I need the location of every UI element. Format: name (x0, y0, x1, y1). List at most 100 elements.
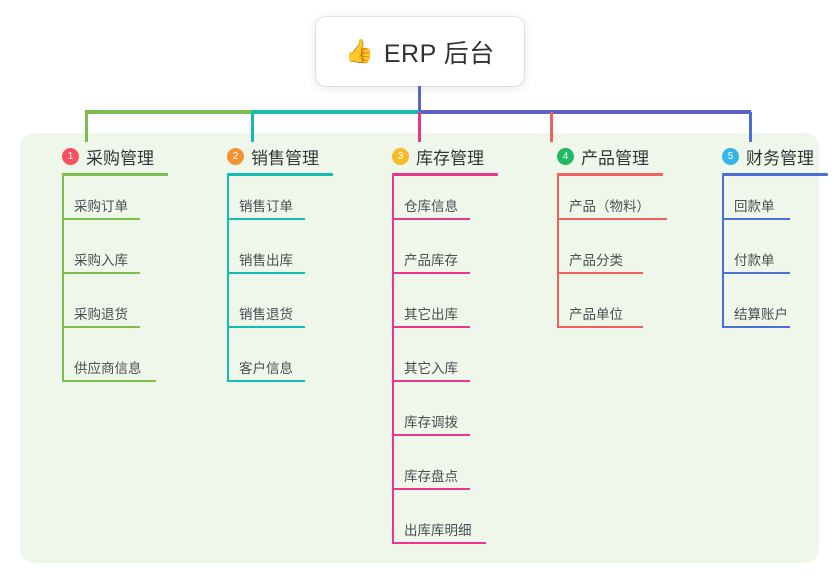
branch-underline (722, 173, 828, 176)
branch-underline (227, 173, 333, 176)
root-node[interactable]: 👍 ERP 后台 (316, 17, 524, 86)
branch-underline (557, 173, 663, 176)
leaf-underline (227, 326, 305, 328)
diagram-panel (20, 133, 819, 563)
branch-number-badge: 4 (557, 147, 574, 165)
branch-column-3[interactable]: 3 库存管理仓库信息产品库存其它出库其它入库库存调拨库存盘点出库库明细 (370, 144, 498, 554)
branch-children: 采购订单采购入库采购退货供应商信息 (40, 176, 168, 392)
leaf-label: 出库库明细 (404, 523, 472, 538)
branch-children: 回款单付款单结算账户 (700, 176, 828, 338)
leaf-item[interactable]: 采购订单 (40, 176, 168, 230)
leaf-item[interactable]: 销售退货 (205, 284, 333, 338)
branch-underline (392, 173, 498, 176)
branch-spine (557, 176, 559, 328)
branch-column-4[interactable]: 4 产品管理产品（物料） 产品分类产品单位 (535, 144, 667, 338)
root-stem-connector (418, 86, 421, 112)
leaf-item[interactable]: 出库库明细 (370, 500, 498, 554)
branch-header-2[interactable]: 2 销售管理 (205, 144, 333, 168)
branch-children: 仓库信息产品库存其它出库其它入库库存调拨库存盘点出库库明细 (370, 176, 498, 554)
leaf-item[interactable]: 回款单 (700, 176, 828, 230)
leaf-label: 仓库信息 (404, 199, 458, 214)
leaf-underline (227, 272, 305, 274)
branch-drop-4 (550, 112, 553, 142)
leaf-underline (392, 542, 486, 544)
leaf-underline (62, 272, 140, 274)
thumbs-up-icon: 👍 (345, 38, 374, 64)
leaf-item[interactable]: 客户信息 (205, 338, 333, 392)
leaf-label: 采购订单 (74, 199, 128, 214)
leaf-underline (722, 326, 790, 328)
branch-header-3[interactable]: 3 库存管理 (370, 144, 498, 168)
branch-title: 采购管理 (86, 148, 154, 168)
branch-number-badge: 3 (392, 147, 409, 165)
branch-column-1[interactable]: 1 采购管理采购订单采购入库采购退货供应商信息 (40, 144, 168, 392)
branch-children: 产品（物料） 产品分类产品单位 (535, 176, 667, 338)
branch-number-badge: 2 (227, 147, 244, 165)
branch-title: 财务管理 (746, 148, 814, 168)
branch-title: 库存管理 (416, 148, 484, 168)
leaf-label: 产品单位 (569, 307, 623, 322)
branch-header-1[interactable]: 1 采购管理 (40, 144, 168, 168)
leaf-label: 产品分类 (569, 253, 623, 268)
leaf-underline (227, 380, 305, 382)
leaf-underline (227, 218, 305, 220)
branch-column-5[interactable]: 5 财务管理回款单付款单结算账户 (700, 144, 828, 338)
leaf-item[interactable]: 其它出库 (370, 284, 498, 338)
leaf-label: 销售退货 (239, 307, 293, 322)
branch-spine (722, 176, 724, 328)
leaf-underline (392, 380, 470, 382)
leaf-underline (722, 272, 790, 274)
leaf-item[interactable]: 采购入库 (40, 230, 168, 284)
leaf-item[interactable]: 仓库信息 (370, 176, 498, 230)
branch-header-4[interactable]: 4 产品管理 (535, 144, 663, 168)
branch-drop-2 (251, 112, 254, 142)
leaf-label: 客户信息 (239, 361, 293, 376)
leaf-item[interactable]: 库存盘点 (370, 446, 498, 500)
leaf-item[interactable]: 其它入库 (370, 338, 498, 392)
branch-spine (62, 176, 64, 382)
leaf-item[interactable]: 产品库存 (370, 230, 498, 284)
branch-number-badge: 1 (62, 147, 79, 165)
branch-header-5[interactable]: 5 财务管理 (700, 144, 828, 168)
leaf-item[interactable]: 产品分类 (535, 230, 663, 284)
leaf-label: 付款单 (734, 253, 775, 268)
leaf-label: 销售订单 (239, 199, 293, 214)
leaf-label: 采购入库 (74, 253, 128, 268)
leaf-underline (392, 488, 470, 490)
leaf-label: 结算账户 (734, 307, 788, 322)
leaf-label: 采购退货 (74, 307, 128, 322)
branch-column-2[interactable]: 2 销售管理销售订单销售出库销售退货客户信息 (205, 144, 333, 392)
leaf-underline (62, 380, 156, 382)
leaf-item[interactable]: 销售订单 (205, 176, 333, 230)
leaf-item[interactable]: 库存调拨 (370, 392, 498, 446)
branch-title: 产品管理 (581, 148, 649, 168)
leaf-underline (557, 272, 643, 274)
leaf-item[interactable]: 产品单位 (535, 284, 663, 338)
leaf-label: 库存盘点 (404, 469, 458, 484)
leaf-item[interactable]: 产品（物料） (535, 176, 667, 230)
leaf-underline (392, 326, 470, 328)
leaf-underline (557, 326, 643, 328)
branch-title: 销售管理 (251, 148, 319, 168)
leaf-item[interactable]: 付款单 (700, 230, 828, 284)
trunk-segment-3 (419, 110, 751, 114)
leaf-label: 库存调拨 (404, 415, 458, 430)
leaf-label: 其它入库 (404, 361, 458, 376)
trunk-segment-1 (85, 110, 253, 114)
leaf-item[interactable]: 采购退货 (40, 284, 168, 338)
branch-drop-3 (418, 112, 421, 142)
leaf-item[interactable]: 结算账户 (700, 284, 828, 338)
branch-underline (62, 173, 168, 176)
branch-drop-1 (85, 112, 88, 142)
leaf-underline (722, 218, 790, 220)
leaf-item[interactable]: 供应商信息 (40, 338, 168, 392)
leaf-item[interactable]: 销售出库 (205, 230, 333, 284)
branch-drop-5 (749, 112, 752, 142)
leaf-label: 回款单 (734, 199, 775, 214)
branch-number-badge: 5 (722, 147, 739, 165)
leaf-underline (392, 434, 470, 436)
leaf-label: 产品库存 (404, 253, 458, 268)
root-title: ERP 后台 (383, 39, 495, 68)
leaf-underline (392, 272, 470, 274)
